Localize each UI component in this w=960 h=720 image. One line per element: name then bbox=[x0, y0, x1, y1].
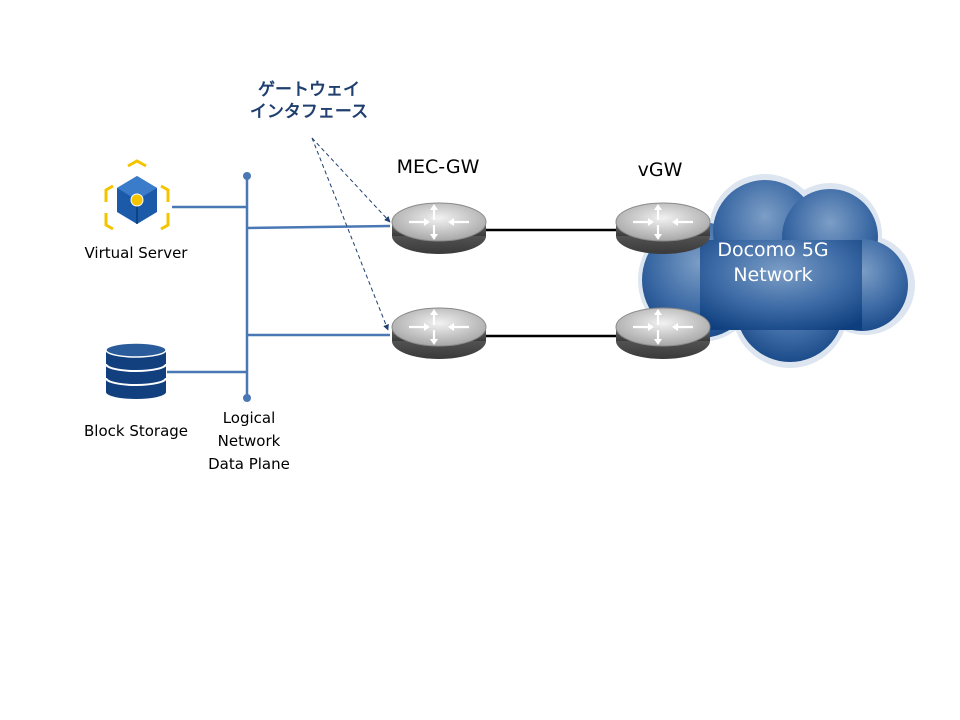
cloud-label-line2: Network bbox=[733, 264, 813, 286]
virtual-server-icon bbox=[104, 159, 170, 231]
router-icon bbox=[614, 201, 712, 256]
router-icon bbox=[390, 201, 488, 256]
gateway-interface-arrows bbox=[311, 137, 391, 331]
cloud-icon bbox=[638, 174, 915, 368]
block-storage-icon bbox=[105, 342, 167, 399]
mec-gw-label: MEC-GW bbox=[396, 156, 480, 178]
logical-network-bus bbox=[167, 172, 391, 402]
logical-network-line3: Data Plane bbox=[208, 455, 290, 473]
logical-network-line1: Logical bbox=[222, 409, 276, 427]
router-icon bbox=[614, 306, 712, 361]
virtual-server-label: Virtual Server bbox=[84, 244, 188, 262]
logical-network-label: Logical Network Data Plane bbox=[190, 407, 308, 476]
gateway-interface-label: ゲートウェイ インタフェース bbox=[226, 79, 392, 123]
gateway-interface-line1: ゲートウェイ bbox=[258, 80, 360, 100]
cloud-label: Docomo 5G Network bbox=[698, 238, 848, 288]
cloud-label-line1: Docomo 5G bbox=[717, 239, 829, 261]
block-storage-label: Block Storage bbox=[83, 422, 189, 440]
router-icon bbox=[390, 306, 488, 361]
logical-network-line2: Network bbox=[217, 432, 281, 450]
vgw-label: vGW bbox=[637, 159, 683, 181]
gateway-interface-line2: インタフェース bbox=[249, 102, 369, 122]
